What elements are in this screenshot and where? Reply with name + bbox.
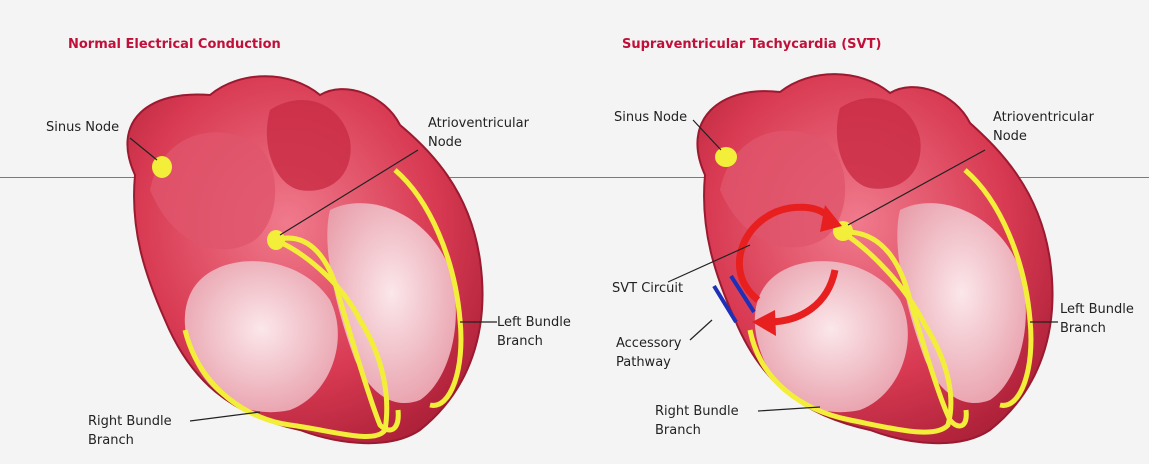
- label-sinus-node-right: Sinus Node: [614, 108, 687, 127]
- label-av-node-right-2: Node: [993, 127, 1027, 146]
- label-left-bundle-left-1: Left Bundle: [497, 313, 571, 332]
- label-left-bundle-right-2: Branch: [1060, 319, 1106, 338]
- label-av-node-left-1: Atrioventricular: [428, 114, 529, 133]
- title-normal: Normal Electrical Conduction: [68, 37, 281, 52]
- label-av-node-right-1: Atrioventricular: [993, 108, 1094, 127]
- label-right-bundle-left-2: Branch: [88, 431, 134, 450]
- label-left-bundle-left-2: Branch: [497, 332, 543, 351]
- sinus-node-left: [152, 156, 172, 178]
- title-svt: Supraventricular Tachycardia (SVT): [622, 37, 881, 52]
- label-sinus-node-left: Sinus Node: [46, 118, 119, 137]
- label-right-bundle-left-1: Right Bundle: [88, 412, 172, 431]
- label-accessory-1: Accessory: [616, 334, 682, 353]
- label-right-bundle-right-2: Branch: [655, 421, 701, 440]
- label-accessory-2: Pathway: [616, 353, 671, 372]
- label-left-bundle-right-1: Left Bundle: [1060, 300, 1134, 319]
- label-svt-circuit: SVT Circuit: [612, 279, 683, 298]
- sinus-node-right: [715, 147, 737, 167]
- label-right-bundle-right-1: Right Bundle: [655, 402, 739, 421]
- label-av-node-left-2: Node: [428, 133, 462, 152]
- right-ventricle-left: [185, 261, 338, 412]
